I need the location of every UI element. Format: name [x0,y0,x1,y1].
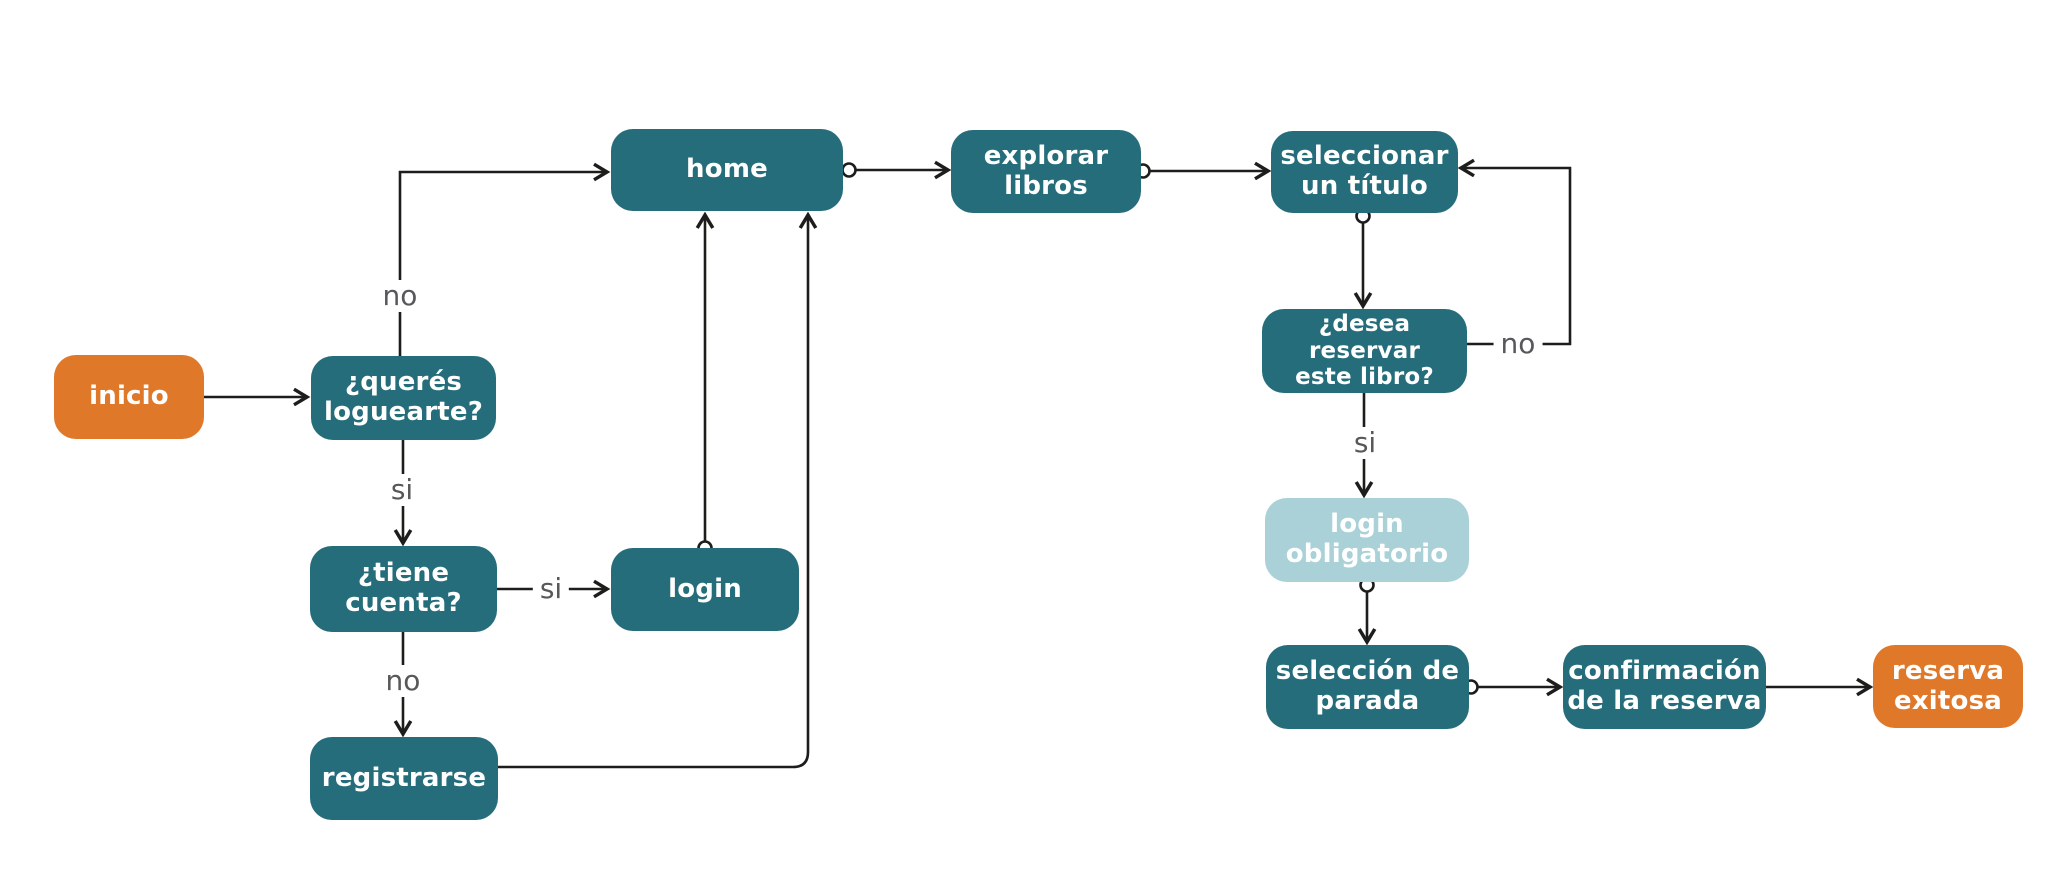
node-login-label: login [668,573,742,604]
node-tiene-cuenta-label: ¿tiene cuenta? [345,558,462,618]
edge-queres-home-no [398,162,611,356]
node-tiene-cuenta: ¿tiene cuenta? [310,546,497,632]
node-seleccionar-titulo-label: seleccionar un título [1280,141,1449,201]
node-home-label: home [686,154,768,185]
node-registrarse-label: registrarse [321,762,487,793]
edge-registrarse-home [498,211,818,769]
node-reserva-exitosa-label: reserva exitosa [1891,655,2005,716]
node-registrarse: registrarse [310,737,498,820]
connector-dot-home-right [841,162,857,178]
node-queres-loguearte-label: ¿querés loguearte? [323,367,484,427]
edge-label-si-queres-tiene: si [383,474,421,506]
node-confirmacion-reserva-label: confirmación de la reserva [1567,656,1762,716]
node-queres-loguearte: ¿querés loguearte? [311,356,496,440]
node-inicio: inicio [54,355,204,439]
edge-label-no-desea-loop: no [1493,328,1543,360]
edge-desea-seleccionar-no [1457,158,1572,346]
node-reserva-exitosa: reserva exitosa [1873,645,2023,728]
node-inicio-label: inicio [89,381,169,412]
node-login-obligatorio: login obligatorio [1265,498,1469,582]
edge-label-si-tiene-login: si [532,573,570,605]
node-seleccionar-titulo: seleccionar un título [1271,131,1458,213]
node-seleccion-parada-label: selección de parada [1275,656,1460,716]
edge-label-si-desea-login: si [1346,427,1384,459]
node-login: login [611,548,799,631]
edge-label-no-queres-home: no [375,280,425,312]
node-desea-reservar: ¿desea reservar este libro? [1262,309,1467,393]
node-desea-reservar-label: ¿desea reservar este libro? [1295,311,1434,391]
node-explorar-libros: explorar libros [951,130,1141,213]
node-seleccion-parada: selección de parada [1266,645,1469,729]
node-home: home [611,129,843,211]
node-login-obligatorio-label: login obligatorio [1285,509,1449,569]
node-explorar-libros-label: explorar libros [983,140,1109,201]
edge-label-no-tiene-registrarse: no [378,665,428,697]
node-confirmacion-reserva: confirmación de la reserva [1563,645,1766,729]
